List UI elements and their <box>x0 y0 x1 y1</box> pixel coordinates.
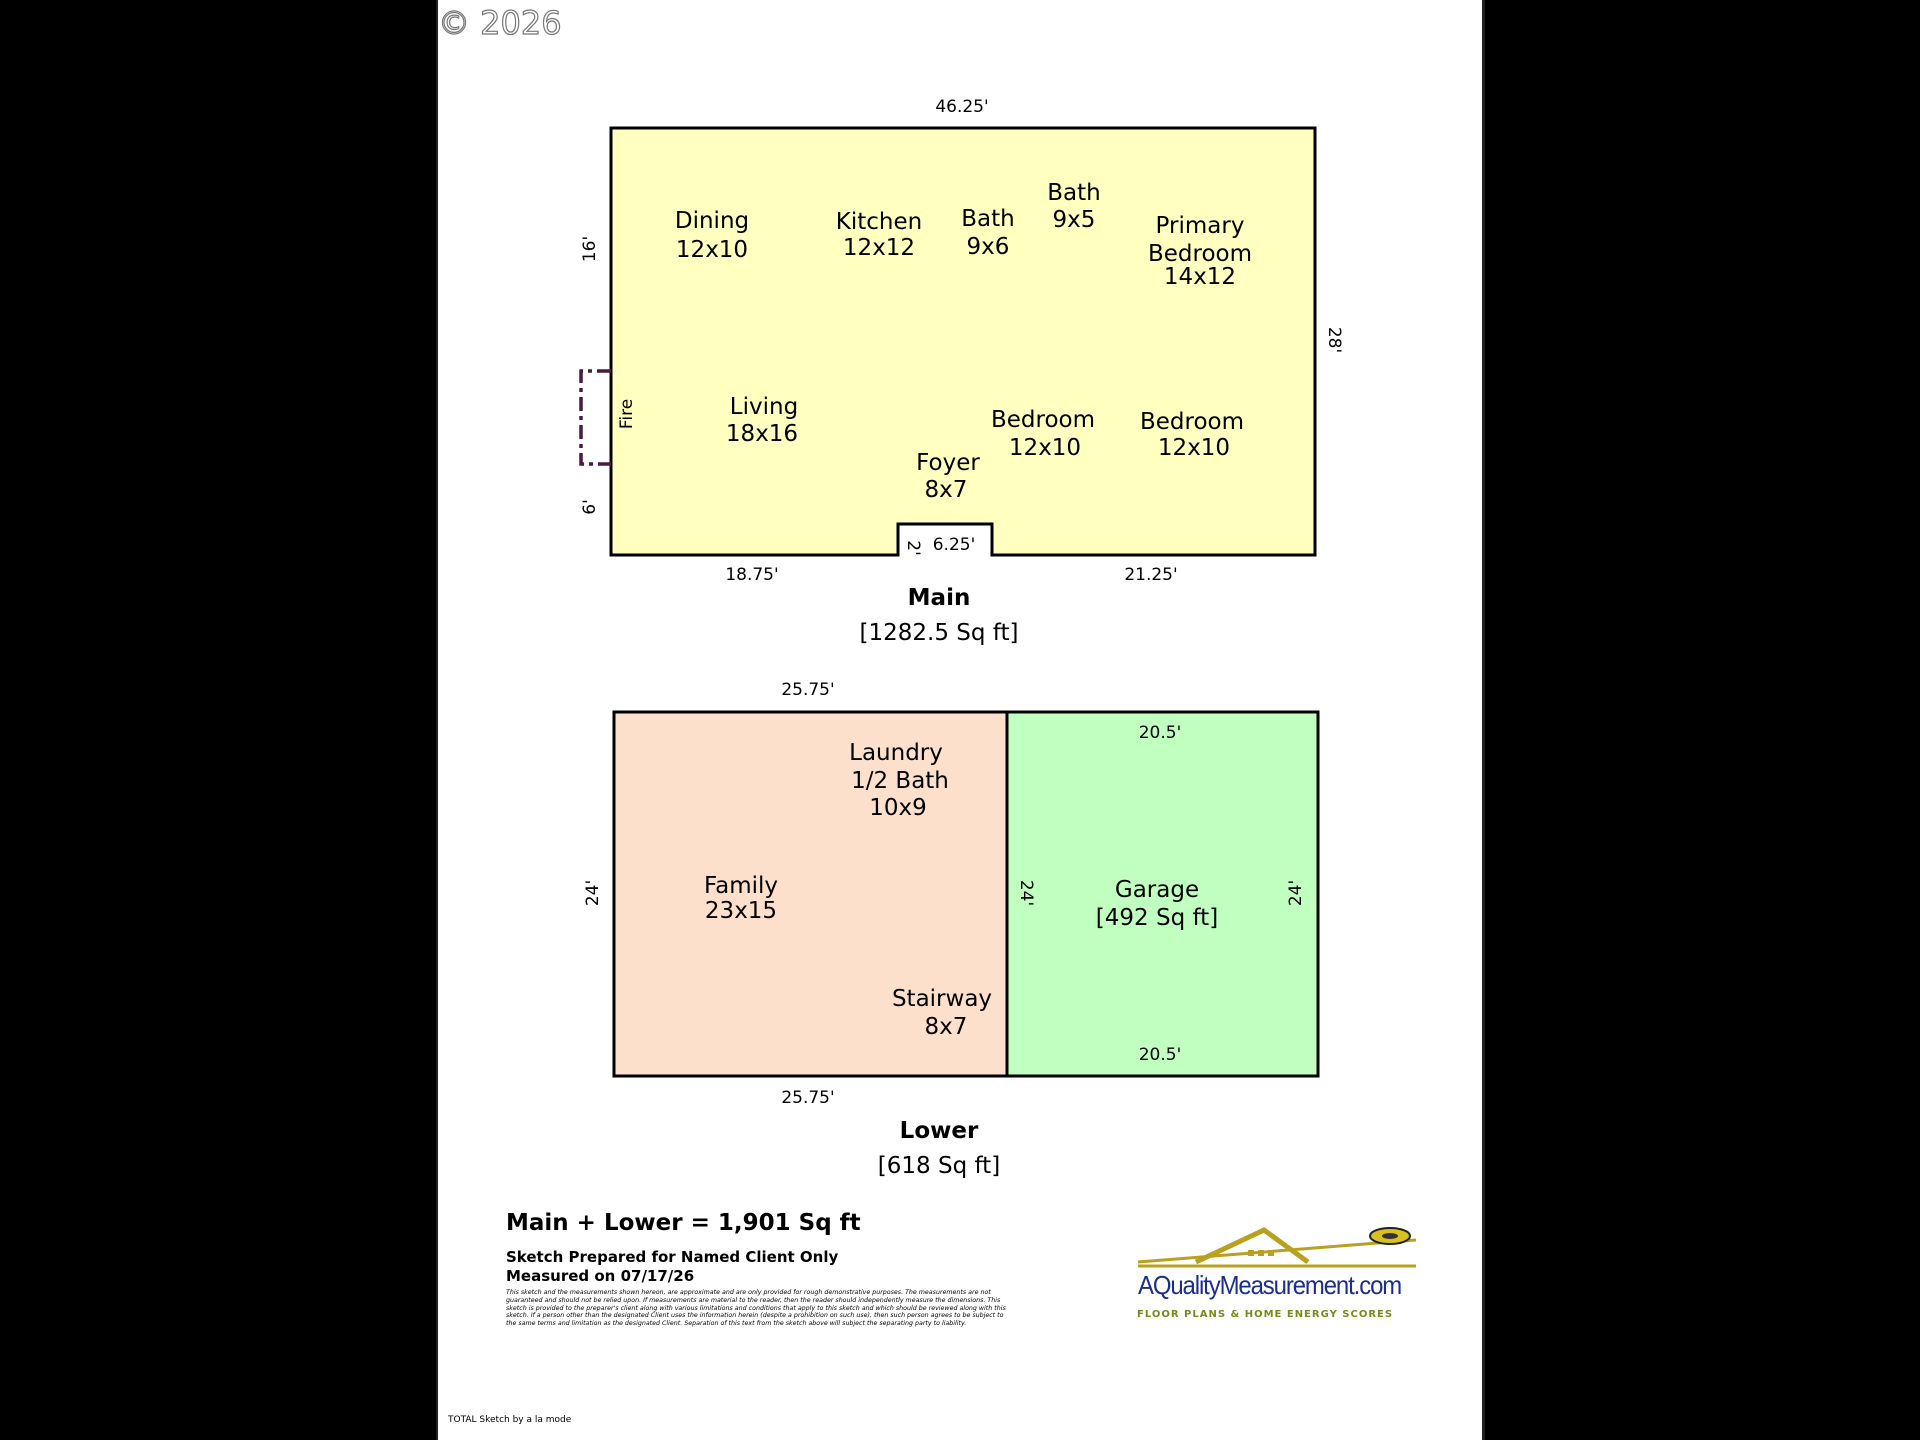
lower-level-area: [618 Sq ft] <box>878 1153 1000 1179</box>
room-living: Living 18x16 <box>726 394 798 447</box>
lower-dim-left: 24' <box>583 880 603 906</box>
svg-text:12x10: 12x10 <box>1158 435 1230 461</box>
copyright-watermark: © 2026 <box>437 3 562 42</box>
measured-date: Measured on 07/17/26 <box>506 1267 695 1285</box>
svg-text:Kitchen: Kitchen <box>836 209 922 235</box>
main-dim-left-upper: 16' <box>580 236 600 262</box>
footer-credit: TOTAL Sketch by a la mode <box>448 1415 572 1425</box>
svg-text:Foyer: Foyer <box>916 450 980 476</box>
svg-text:12x10: 12x10 <box>676 237 748 263</box>
garage-outline <box>1005 710 1320 1078</box>
svg-text:9x6: 9x6 <box>967 234 1010 260</box>
logo-wordmark: AQualityMeasurement.com <box>1138 1270 1402 1300</box>
svg-text:Stairway: Stairway <box>892 986 992 1012</box>
fireplace-outline <box>579 369 611 466</box>
prepared-note: Sketch Prepared for Named Client Only <box>506 1248 839 1266</box>
room-bedroom-1: Bedroom 12x10 <box>991 407 1095 461</box>
room-family: Family 23x15 <box>704 873 778 924</box>
room-dining: Dining 12x10 <box>675 208 749 263</box>
room-bath-1: Bath 9x6 <box>961 206 1014 260</box>
room-kitchen: Kitchen 12x12 <box>836 209 922 261</box>
garage-dim-right: 24' <box>1286 880 1306 906</box>
logo-tagline: FLOOR PLANS & HOME ENERGY SCORES <box>1137 1309 1394 1320</box>
house-logo-icon <box>1137 1227 1417 1268</box>
room-bath-2: Bath 9x5 <box>1047 180 1100 233</box>
room-foyer: Foyer 8x7 <box>916 450 980 503</box>
svg-text:Living: Living <box>730 394 798 420</box>
lower-level-outline <box>612 710 1009 1078</box>
svg-text:Bath: Bath <box>1047 180 1100 206</box>
garage-dim-top: 20.5' <box>1139 723 1182 743</box>
lower-dim-bottom: 25.75' <box>781 1088 834 1108</box>
svg-text:8x7: 8x7 <box>925 1014 968 1040</box>
svg-text:Dining: Dining <box>675 208 749 234</box>
svg-text:Bath: Bath <box>961 206 1014 232</box>
svg-text:Family: Family <box>704 873 778 899</box>
svg-text:Bedroom: Bedroom <box>991 407 1095 433</box>
main-level-area: [1282.5 Sq ft] <box>860 620 1019 646</box>
svg-text:12x10: 12x10 <box>1009 435 1081 461</box>
main-dim-top: 46.25' <box>935 97 988 117</box>
garage-dim-left: 24' <box>1016 880 1036 906</box>
main-dim-right: 28' <box>1324 327 1344 353</box>
svg-text:8x7: 8x7 <box>925 477 968 503</box>
fireplace-label: Fire <box>617 399 637 429</box>
svg-text:Primary: Primary <box>1156 213 1245 239</box>
svg-text:Bedroom: Bedroom <box>1140 409 1244 435</box>
main-level-title: Main <box>908 585 971 611</box>
svg-text:1/2 Bath: 1/2 Bath <box>851 768 949 794</box>
room-primary-bedroom: Primary Bedroom 14x12 <box>1148 213 1252 290</box>
svg-text:9x5: 9x5 <box>1053 207 1096 233</box>
svg-text:18x16: 18x16 <box>726 421 798 447</box>
room-laundry-half-bath: Laundry 1/2 Bath 10x9 <box>849 740 949 821</box>
room-stairway: Stairway 8x7 <box>892 986 992 1040</box>
svg-text:10x9: 10x9 <box>869 795 927 821</box>
svg-text:Laundry: Laundry <box>849 740 943 766</box>
svg-text:Bedroom: Bedroom <box>1148 241 1252 267</box>
room-bedroom-2: Bedroom 12x10 <box>1140 409 1244 461</box>
main-dim-notch-depth: 2' <box>903 540 923 556</box>
room-garage: Garage [492 Sq ft] <box>1096 877 1218 931</box>
svg-text:12x12: 12x12 <box>843 235 915 261</box>
main-dim-bottom-right: 21.25' <box>1124 565 1177 585</box>
garage-dim-bottom: 20.5' <box>1139 1045 1182 1065</box>
disclaimer-text: This sketch and the measurements shown h… <box>506 1289 1006 1328</box>
total-area: Main + Lower = 1,901 Sq ft <box>506 1210 861 1236</box>
svg-text:[492 Sq ft]: [492 Sq ft] <box>1096 905 1218 931</box>
svg-text:23x15: 23x15 <box>705 898 777 924</box>
main-dim-notch-width: 6.25' <box>933 535 976 555</box>
lower-level-title: Lower <box>900 1118 979 1144</box>
svg-text:Garage: Garage <box>1115 877 1199 903</box>
main-level-outline <box>609 126 1317 557</box>
lower-dim-top: 25.75' <box>781 680 834 700</box>
main-dim-left-lower: 6' <box>580 499 600 515</box>
main-dim-bottom-left: 18.75' <box>725 565 778 585</box>
svg-text:14x12: 14x12 <box>1164 264 1236 290</box>
